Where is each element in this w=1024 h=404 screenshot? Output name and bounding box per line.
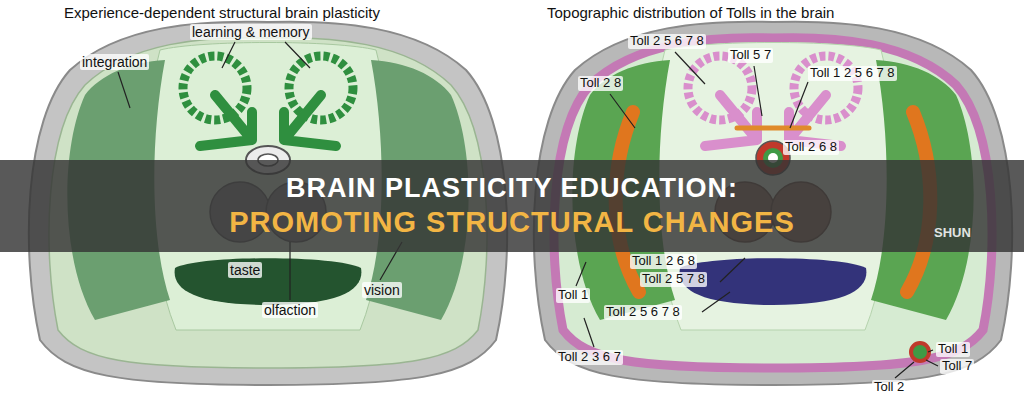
toll-label: Toll 1	[556, 288, 590, 303]
toll-label: Toll 2 6 8	[783, 140, 839, 155]
toll-label: Toll 2 8	[578, 76, 623, 91]
right-brain-part	[737, 126, 809, 131]
left-brain-part	[200, 95, 336, 146]
right-brain-part	[680, 258, 867, 305]
toll-label: Toll 2	[872, 380, 906, 395]
region-label: learning & memory	[190, 24, 312, 40]
left-brain-part	[175, 258, 362, 305]
right-brain-part	[688, 56, 752, 120]
toll-label: Toll 2 3 6 7	[556, 350, 623, 365]
panel-title: Experience-dependent structural brain pl…	[62, 4, 382, 21]
toll-label: Toll 2 5 6 7 8	[604, 305, 682, 320]
right-brain-part	[911, 343, 929, 361]
toll-label: Toll 1 2 5 6 7 8	[808, 66, 897, 81]
toll-label: Toll 5 7	[728, 48, 773, 63]
toll-label: Toll 1	[936, 342, 970, 357]
toll-label: Toll 2 5 7 8	[640, 272, 707, 287]
banner-subheading: PROMOTING STRUCTURAL CHANGES	[229, 205, 795, 240]
toll-label: Toll 1 2 6 8	[630, 254, 697, 269]
watermark: SHUN	[932, 226, 973, 241]
left-brain-part	[183, 56, 247, 120]
banner-heading: BRAIN PLASTICITY EDUCATION:	[286, 172, 738, 204]
title-band: BRAIN PLASTICITY EDUCATION:PROMOTING STR…	[0, 160, 1024, 252]
region-label: integration	[80, 54, 149, 70]
panel-title: Topographic distribution of Tolls in the…	[545, 4, 836, 21]
toll-label: Toll 7	[940, 359, 974, 374]
toll-label: Toll 2 5 6 7 8	[628, 34, 706, 49]
region-label: olfaction	[262, 302, 318, 318]
right-brain-part	[705, 95, 841, 146]
region-label: vision	[362, 282, 402, 298]
left-brain-part	[289, 56, 353, 120]
region-label: taste	[228, 262, 262, 278]
